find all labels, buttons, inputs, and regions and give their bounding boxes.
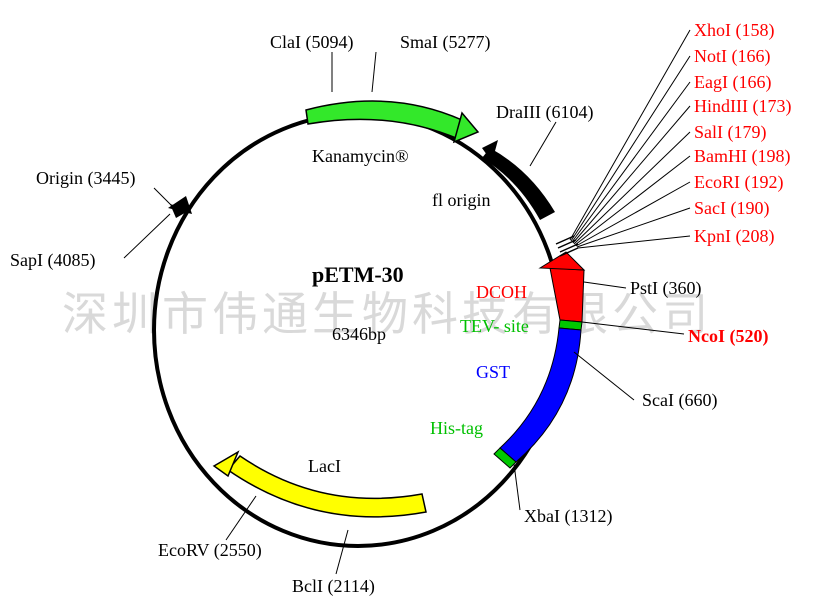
mcs-site: XhoI (158) [694,20,774,41]
site-sca: ScaI (660) [642,390,717,411]
mcs-site: NotI (166) [694,46,770,67]
his-tag-band [493,447,517,469]
site-bcl: BclI (2114) [292,576,375,597]
laci-arrowhead [212,450,240,478]
tev-site-label: TEV- site [460,316,529,336]
f1-origin-arrow [482,148,555,220]
mcs-list: XhoI (158) NotI (166) EagI (166) HindIII… [694,20,791,247]
laci-arrow [226,455,427,518]
site-nco: NcoI (520) [688,326,768,347]
site-xba: XbaI (1312) [524,506,612,527]
plasmid-name: pETM-30 [312,262,404,287]
mcs-site: SacI (190) [694,198,769,219]
mcs-site: EcoRI (192) [694,172,783,193]
site-origin: Origin (3445) [36,168,135,189]
mcs-site: EagI (166) [694,72,771,93]
mcs-site: SalI (179) [694,122,766,143]
site-pst: PstI (360) [630,278,702,299]
site-dra: DraIII (6104) [496,102,593,123]
mcs-site: HindIII (173) [694,96,791,117]
kanamycin-label: Kanamycin® [312,146,409,166]
gst-label: GST [476,362,510,382]
origin-marker [170,204,190,218]
site-ecorv: EcoRV (2550) [158,540,262,561]
kanamycin-arrowhead [452,111,480,144]
gst-segment [499,327,582,463]
mcs-site: BamHI (198) [694,146,790,167]
dcoh-label: DCOH [476,282,527,302]
dcoh-arrowhead [538,251,586,271]
site-sma: SmaI (5277) [400,32,490,53]
watermark: 深圳市伟通生物科技有限公司 [62,287,712,341]
laci-label: LacI [308,456,341,476]
leader-lines [123,29,691,575]
f1-origin-label: fl origin [432,190,491,210]
mcs-site: KpnI (208) [694,226,774,247]
f1-origin-arrowhead [482,140,498,162]
site-cla: ClaI (5094) [270,32,353,53]
his-tag-label: His-tag [430,418,483,438]
site-sap: SapI (4085) [10,250,95,271]
mcs-ticks [555,235,579,257]
plasmid-size: 6346bp [332,324,386,344]
